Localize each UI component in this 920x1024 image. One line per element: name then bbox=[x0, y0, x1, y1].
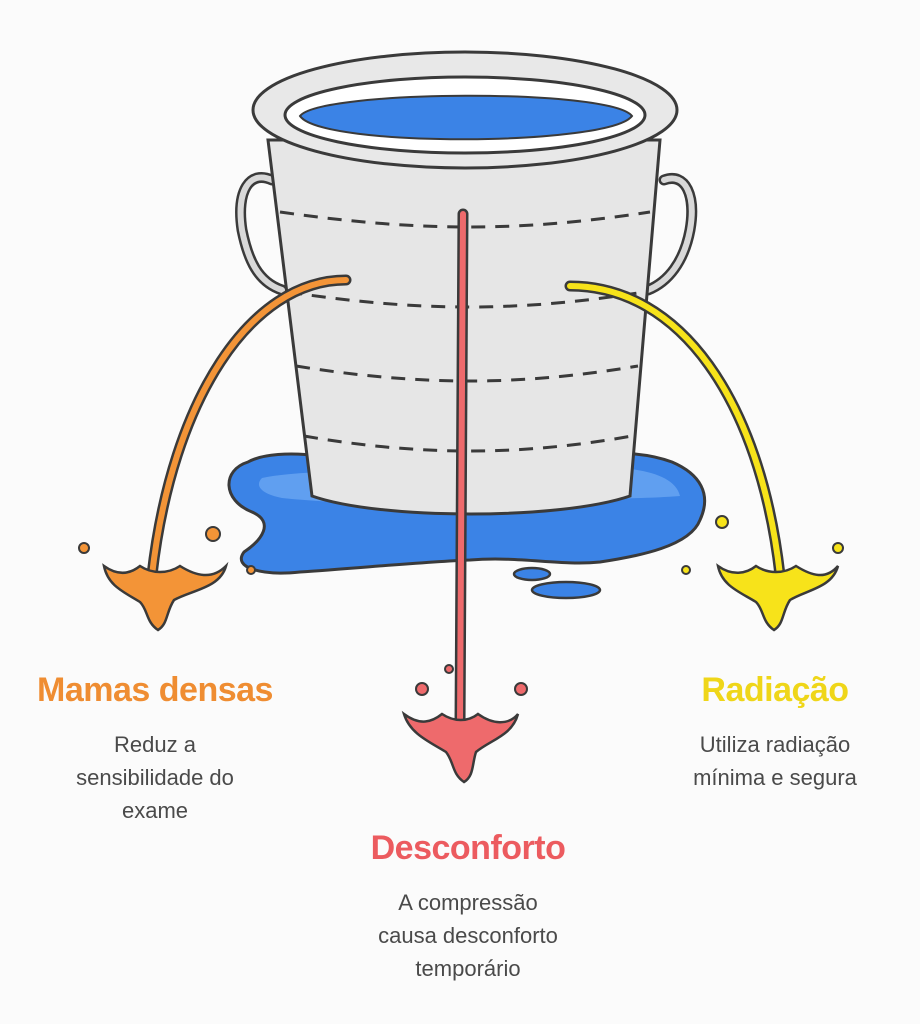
splash-left bbox=[102, 561, 229, 632]
leak-label-left: Mamas densas Reduz a sensibilidade do ex… bbox=[10, 670, 300, 827]
droplet-right-3 bbox=[832, 542, 844, 554]
leak-description-center: A compressão causa desconforto temporári… bbox=[378, 890, 558, 981]
droplet-center-3 bbox=[514, 682, 528, 696]
droplet-left-3 bbox=[246, 565, 256, 575]
droplet-left-1 bbox=[78, 542, 90, 554]
puddle-drop-1 bbox=[512, 566, 552, 582]
splash-center bbox=[401, 710, 520, 784]
leak-title-center: Desconforto bbox=[370, 829, 566, 867]
bucket-band-2 bbox=[287, 290, 645, 309]
leak-description-left: Reduz a sensibilidade do exame bbox=[76, 732, 234, 823]
droplet-left-2 bbox=[205, 526, 221, 542]
splash-right bbox=[716, 563, 840, 632]
bucket-band-1 bbox=[279, 210, 651, 229]
leak-title-right: Radiação bbox=[701, 671, 849, 709]
leak-stream-left bbox=[78, 274, 352, 632]
leak-label-center: Desconforto A compressão causa desconfor… bbox=[300, 828, 636, 985]
leak-stream-right bbox=[564, 280, 844, 632]
droplet-center-1 bbox=[444, 664, 454, 674]
puddle-drop-2 bbox=[530, 580, 602, 600]
leak-title-left: Mamas densas bbox=[37, 671, 273, 709]
leak-description-right: Utiliza radiação mínima e segura bbox=[693, 732, 857, 790]
droplet-right-1 bbox=[715, 515, 729, 529]
bucket-water-surface bbox=[298, 94, 634, 141]
leak-label-right: Radiação Utiliza radiação mínima e segur… bbox=[640, 670, 910, 794]
droplet-right-2 bbox=[681, 565, 691, 575]
leak-stream-center bbox=[401, 208, 528, 784]
droplet-center-2 bbox=[415, 682, 429, 696]
bucket-band-3 bbox=[295, 364, 639, 383]
